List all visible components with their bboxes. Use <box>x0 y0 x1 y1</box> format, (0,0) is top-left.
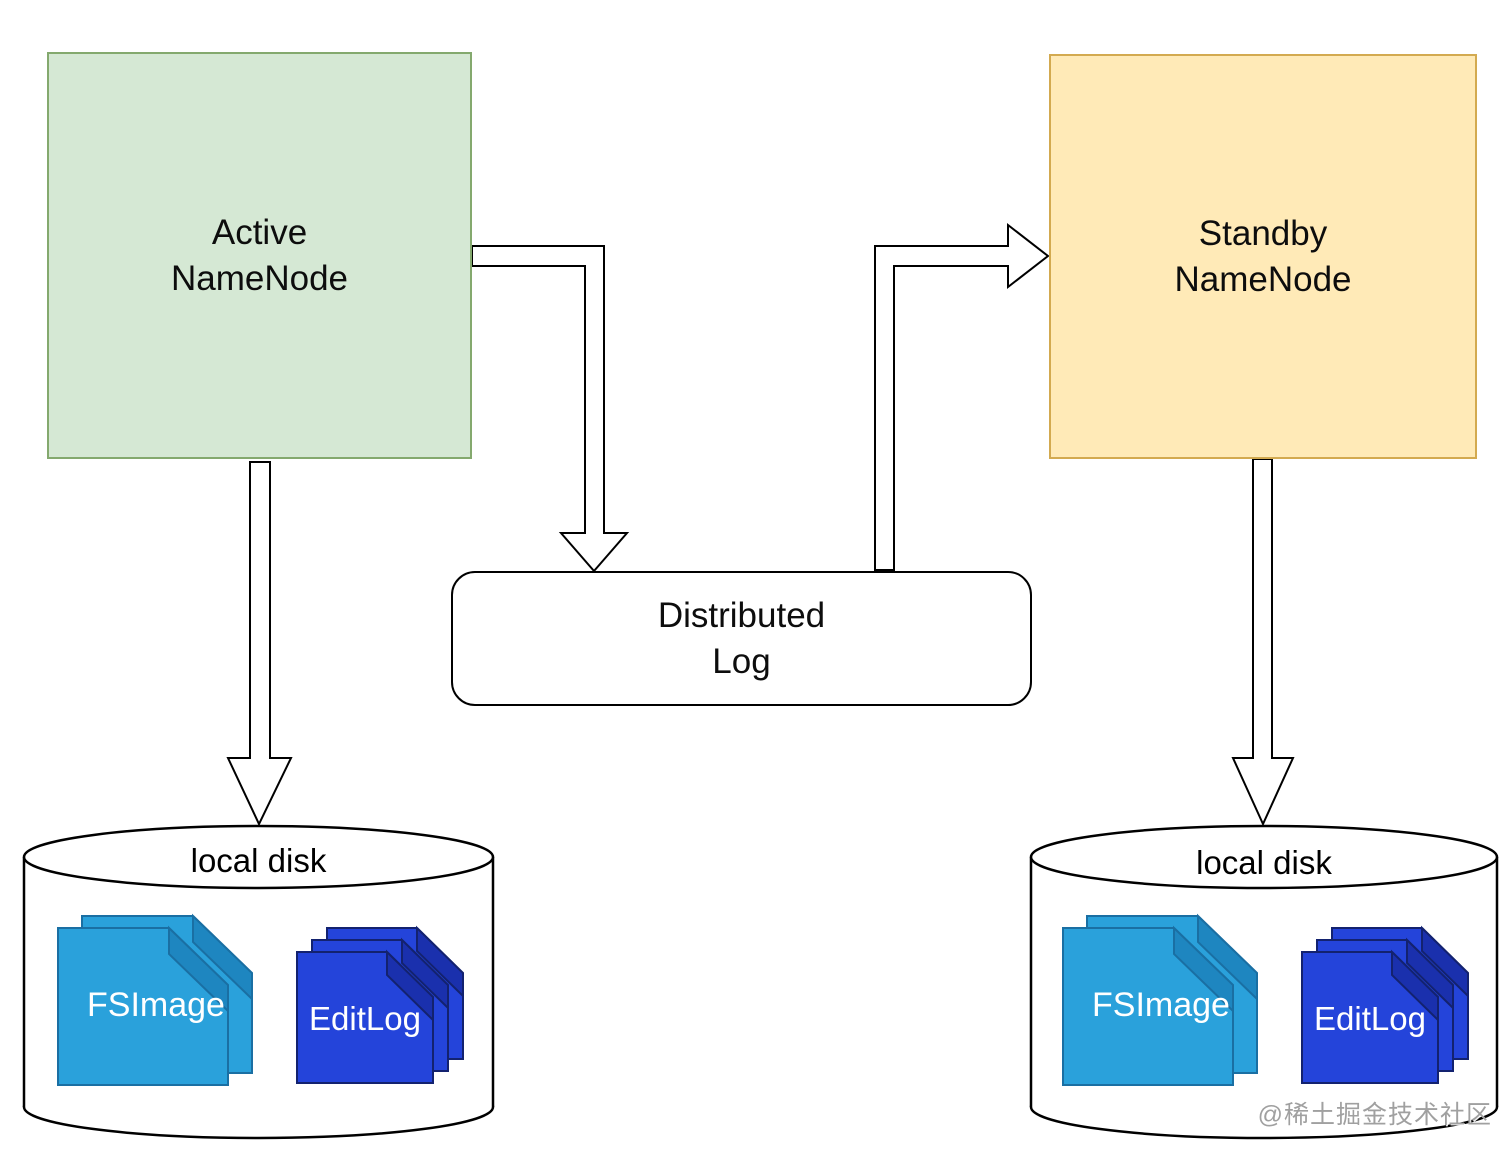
editlog-left-label: EditLog <box>309 1000 421 1037</box>
arrow-active-to-local-disk <box>226 461 293 827</box>
arrow-standby-to-local-disk <box>1231 458 1295 827</box>
local-disk-right-label: local disk <box>1196 844 1332 881</box>
active-namenode-label-line1: Active <box>211 212 308 252</box>
editlog-left-doc-stack <box>296 925 464 1084</box>
editlog-doc-front <box>1301 949 1439 1084</box>
editlog-right-label: EditLog <box>1314 1000 1426 1037</box>
fsimage-left-doc-stack <box>57 913 253 1086</box>
active-namenode-label-line2: NameNode <box>170 258 349 298</box>
arrow-distributed-log-to-standby <box>874 222 1050 571</box>
fsimage-right-label: FSImage <box>1092 986 1230 1024</box>
standby-namenode-label-line1: Standby <box>1198 213 1328 253</box>
distributed-log-label-line1: Distributed <box>657 595 826 635</box>
distributed-log-label-line2: Log <box>712 641 771 681</box>
standby-namenode-box: Standby NameNode <box>1049 54 1477 459</box>
fsimage-left-label: FSImage <box>87 986 225 1024</box>
editlog-right-doc-stack <box>1301 925 1469 1084</box>
fsimage-doc-front <box>57 925 229 1086</box>
standby-namenode-label-line2: NameNode <box>1174 259 1352 299</box>
arrow-active-to-distributed-log <box>471 245 630 573</box>
local-disk-left-label: local disk <box>190 842 327 879</box>
distributed-log-box: Distributed Log <box>451 571 1032 706</box>
editlog-doc-front <box>296 949 434 1084</box>
fsimage-right-doc-stack <box>1062 913 1258 1086</box>
active-namenode-box: Active NameNode <box>47 52 472 459</box>
fsimage-doc-front <box>1062 925 1234 1086</box>
juejin-watermark: @稀土掘金技术社区 <box>1257 1101 1492 1129</box>
